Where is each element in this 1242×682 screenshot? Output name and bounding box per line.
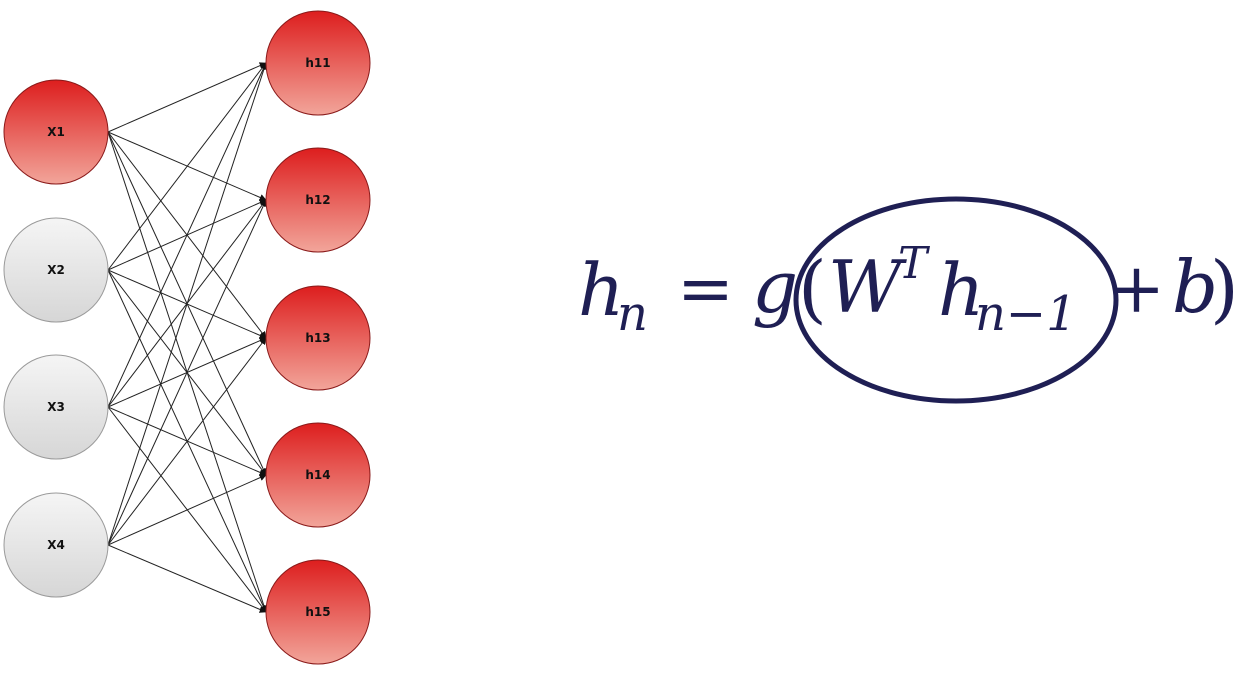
hidden-node-h12: h12	[265, 147, 371, 253]
edge-x4-h11	[107, 62, 268, 546]
input-node-label: X1	[47, 125, 65, 139]
edge-x4-h12	[107, 199, 267, 546]
edge-x4-h14	[107, 474, 267, 546]
hidden-node-label: h14	[305, 468, 330, 482]
hidden-layer: h11 h12 h13 h14 h15	[265, 10, 371, 665]
input-node-label: X3	[47, 400, 65, 414]
eq-lhs-sub: n	[617, 286, 648, 342]
hidden-node-circle	[265, 10, 371, 116]
hidden-node-h15: h15	[265, 559, 371, 665]
edge-x4-h13	[107, 337, 267, 546]
edge-x2-h11	[107, 62, 267, 271]
connection-edges	[107, 62, 268, 613]
hidden-node-circle	[265, 285, 371, 391]
input-node-label: X4	[47, 538, 65, 552]
hidden-node-label: h11	[305, 56, 330, 70]
eq-func: g	[752, 245, 798, 329]
hidden-node-label: h12	[305, 193, 330, 207]
input-node-circle	[3, 217, 109, 323]
hidden-node-h11: h11	[265, 10, 371, 116]
input-node-x2: X2	[3, 217, 109, 323]
edge-x3-h11	[107, 62, 267, 408]
eq-equals: =	[677, 250, 734, 329]
eq-hsub: n−1	[975, 286, 1077, 342]
hidden-node-h14: h14	[265, 422, 371, 528]
input-node-circle	[3, 492, 109, 598]
hidden-node-circle	[265, 422, 371, 528]
eq-weight: W	[828, 245, 907, 329]
input-node-label: X2	[47, 263, 65, 277]
input-node-circle	[3, 79, 109, 185]
input-node-x3: X3	[3, 354, 109, 460]
hidden-node-label: h13	[305, 331, 330, 345]
highlight-ellipse	[793, 196, 1119, 404]
eq-hvar: h	[938, 248, 984, 332]
eq-bias: b	[1172, 245, 1218, 329]
eq-close-paren: )	[1210, 246, 1239, 332]
hidden-node-h13: h13	[265, 285, 371, 391]
equation: h n = g ( W T h n−1 + b )	[578, 196, 1239, 404]
input-node-x4: X4	[3, 492, 109, 598]
input-node-x1: X1	[3, 79, 109, 185]
hidden-node-circle	[265, 559, 371, 665]
edge-x1-h11	[107, 62, 267, 133]
input-node-circle	[3, 354, 109, 460]
eq-open-paren: (	[798, 246, 827, 332]
hidden-node-circle	[265, 147, 371, 253]
eq-weight-sup: T	[898, 238, 931, 289]
hidden-node-label: h15	[305, 605, 330, 619]
eq-lhs-var: h	[578, 248, 624, 332]
edge-x4-h15	[107, 544, 267, 613]
